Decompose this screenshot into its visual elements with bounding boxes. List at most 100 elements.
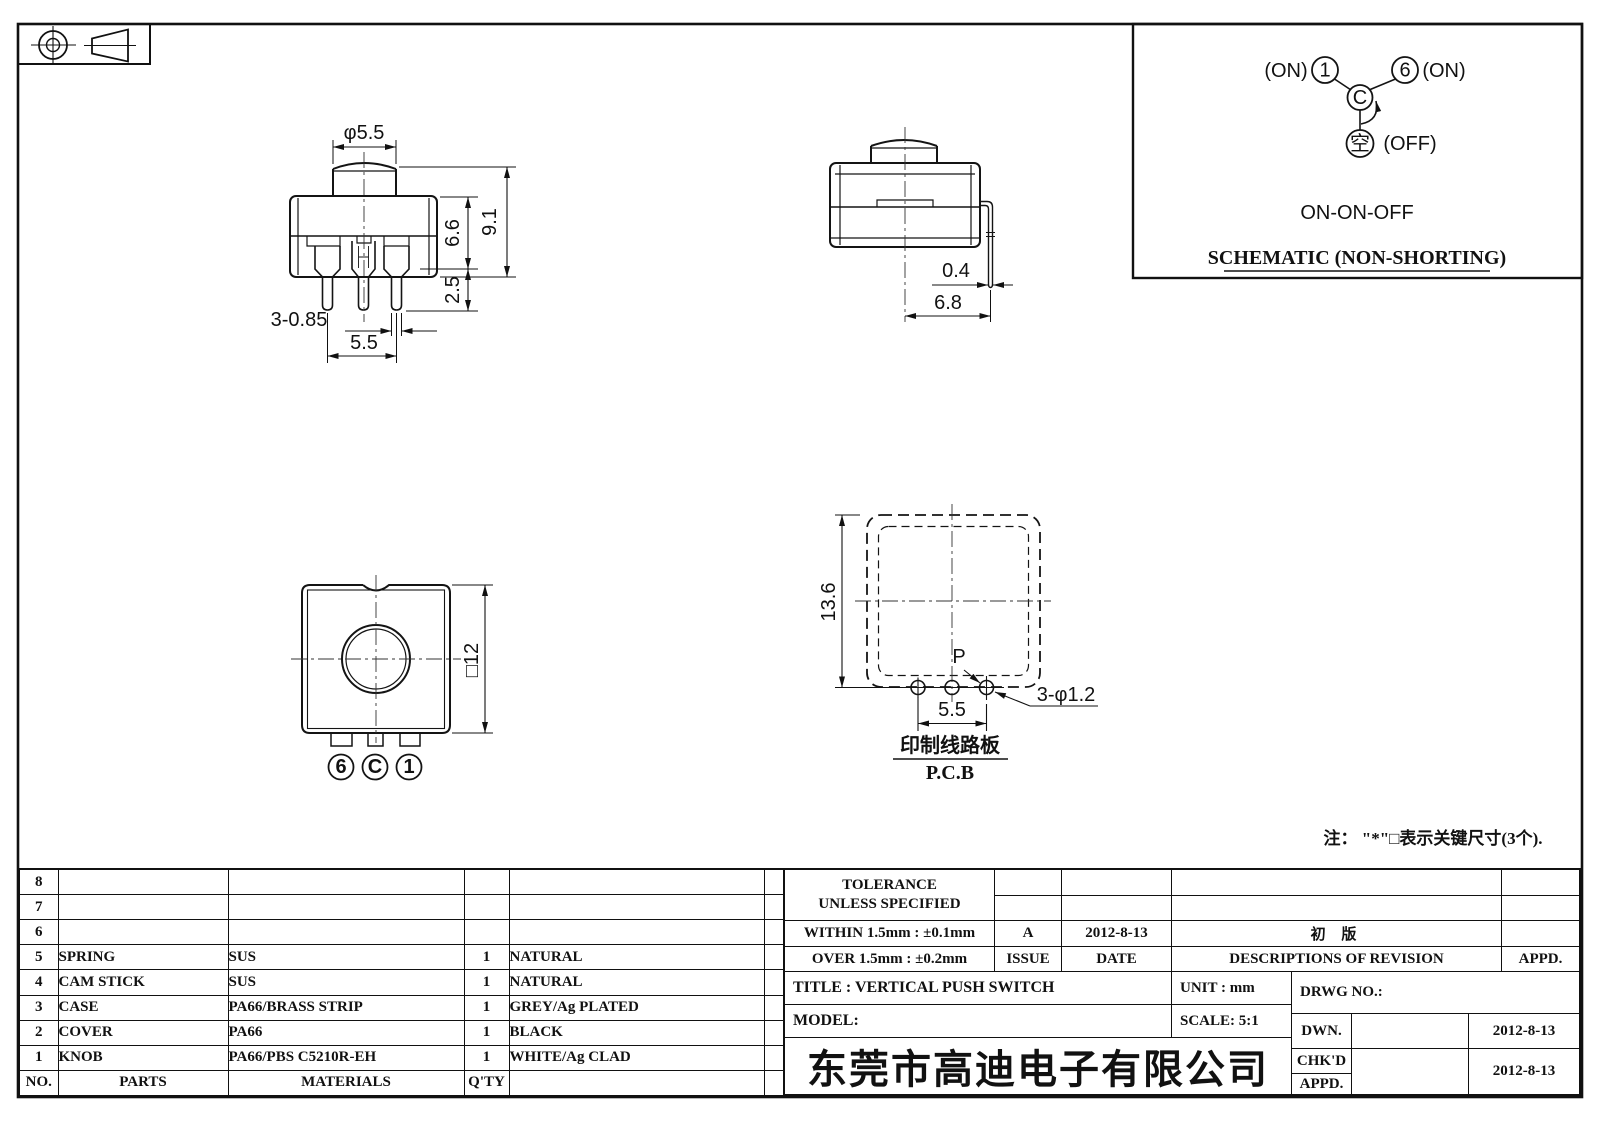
- issue-empty-cell: [995, 870, 1062, 896]
- part-remark: [763, 894, 785, 921]
- schematic-diagram: 1 6 C 空 (ON) (ON) (OFF) ON-ON-OFF SCHEMA…: [1131, 22, 1584, 280]
- part-remark: [763, 969, 785, 996]
- part-material: SUS: [227, 944, 465, 971]
- desc-label: DESCRIPTIONS OF REVISION: [1172, 947, 1502, 972]
- part-no: 5: [18, 944, 59, 971]
- header-qty: Q'TY: [463, 1069, 510, 1097]
- first-angle-projection-cone-icon: [84, 28, 136, 63]
- part-color: [508, 894, 765, 921]
- date-empty-cell: [1062, 870, 1172, 896]
- schematic-off-label: (OFF): [1383, 133, 1436, 155]
- dwn-signature: [1352, 1014, 1469, 1049]
- table-row: 6: [18, 919, 785, 946]
- header-no: NO.: [18, 1069, 59, 1097]
- desc-empty-cell: [1172, 896, 1502, 921]
- table-row: 7: [18, 894, 785, 921]
- pcb-label-english: P.C.B: [926, 762, 974, 784]
- part-qty: [463, 868, 510, 896]
- part-material: PA66/BRASS STRIP: [227, 994, 465, 1021]
- part-color: [508, 919, 765, 946]
- part-material: [227, 919, 465, 946]
- schematic-terminal-off: 空: [1350, 132, 1370, 155]
- part-qty: 1: [463, 1044, 510, 1071]
- revision-date: 2012-8-13: [1062, 921, 1172, 947]
- dim-body-height: 6.6: [442, 219, 464, 247]
- part-material: PA66/PBS C5210R-EH: [227, 1044, 465, 1071]
- appd-label: APPD.: [1292, 1074, 1352, 1095]
- part-name: SPRING: [57, 944, 229, 971]
- key-dimension-note: 注： "*"□表示关键尺寸(3个).: [1323, 829, 1543, 848]
- part-name: KNOB: [57, 1044, 229, 1071]
- part-material: [227, 868, 465, 896]
- date-label: DATE: [1062, 947, 1172, 972]
- part-no: 3: [18, 994, 59, 1021]
- issue-label: ISSUE: [995, 947, 1062, 972]
- part-qty: 1: [463, 994, 510, 1021]
- schematic-terminal-c: C: [1353, 87, 1367, 109]
- table-row: 8: [18, 868, 785, 896]
- chkd-date: 2012-8-13: [1469, 1049, 1580, 1095]
- chkd-label: CHK'D: [1292, 1049, 1352, 1074]
- company-name: 东莞市高迪电子有限公司: [785, 1038, 1292, 1095]
- part-color: NATURAL: [508, 969, 765, 996]
- part-remark: [763, 1019, 785, 1046]
- part-remark: [763, 919, 785, 946]
- dim-pin-pitch: 5.5: [350, 332, 378, 354]
- terminal-c-label: C: [368, 756, 382, 778]
- appd-empty-cell: [1502, 921, 1580, 947]
- tolerance-cell: TOLERANCE UNLESS SPECIFIED: [785, 870, 995, 921]
- projection-symbol: [17, 23, 151, 65]
- part-name: [57, 894, 229, 921]
- issue-value: A: [995, 921, 1062, 947]
- part-no: 1: [18, 1044, 59, 1071]
- dim-body-square: □12: [461, 643, 483, 677]
- part-material: PA66: [227, 1019, 465, 1046]
- part-no: 2: [18, 1019, 59, 1046]
- part-no: 4: [18, 969, 59, 996]
- part-qty: 1: [463, 969, 510, 996]
- header-parts: PARTS: [57, 1069, 229, 1097]
- dwn-label: DWN.: [1292, 1014, 1352, 1049]
- terminal-labels: 6 C 1: [327, 753, 423, 781]
- part-color: NATURAL: [508, 944, 765, 971]
- terminal-1-label: 1: [403, 756, 414, 778]
- model-cell: MODEL:: [785, 1005, 1172, 1038]
- top-view: 6 C 1 □12: [291, 575, 493, 781]
- pcb-p-label: P: [952, 646, 965, 668]
- dim-hole-pitch: 5.5: [938, 699, 966, 721]
- part-name: CASE: [57, 994, 229, 1021]
- table-header-row: NO. PARTS MATERIALS Q'TY: [18, 1069, 785, 1097]
- part-remark: [763, 994, 785, 1021]
- scale-cell: SCALE: 5:1: [1172, 1005, 1292, 1038]
- header-remark: [763, 1069, 785, 1097]
- desc-empty-cell: [1172, 870, 1502, 896]
- header-materials: MATERIALS: [227, 1069, 465, 1097]
- pcb-label-chinese: 印制线路板: [900, 733, 1001, 757]
- table-row: 1 KNOB PA66/PBS C5210R-EH 1 WHITE/Ag CLA…: [18, 1044, 785, 1071]
- dim-knob-diameter: φ5.5: [344, 122, 385, 144]
- tolerance-line2: UNLESS SPECIFIED: [818, 896, 961, 912]
- part-material: [227, 894, 465, 921]
- part-remark: [763, 944, 785, 971]
- toggle-arrow-icon: [1360, 100, 1382, 125]
- schematic-on-left: (ON): [1264, 60, 1307, 82]
- table-row: 4 CAM STICK SUS 1 NATURAL: [18, 969, 785, 996]
- part-remark: [763, 1044, 785, 1071]
- appd-empty-cell: [1502, 896, 1580, 921]
- unit-cell: UNIT : mm: [1172, 972, 1292, 1005]
- schematic-mode-label: ON-ON-OFF: [1300, 202, 1413, 224]
- table-row: 2 COVER PA66 1 BLACK: [18, 1019, 785, 1046]
- schematic-terminal-1: 1: [1319, 60, 1330, 82]
- front-view: φ5.5 9.1 6.6 2.5 3-0.85 5.5: [271, 122, 516, 363]
- part-qty: 1: [463, 1019, 510, 1046]
- part-color: GREY/Ag PLATED: [508, 994, 765, 1021]
- dwn-date: 2012-8-13: [1469, 1014, 1580, 1049]
- terminal-6-label: 6: [335, 756, 346, 778]
- dim-pin-width: 3-0.85: [271, 309, 328, 331]
- part-color: WHITE/Ag CLAD: [508, 1044, 765, 1071]
- first-angle-projection-circle-icon: [31, 26, 76, 64]
- revision-description: 初 版: [1172, 921, 1502, 947]
- issue-empty-cell: [995, 896, 1062, 921]
